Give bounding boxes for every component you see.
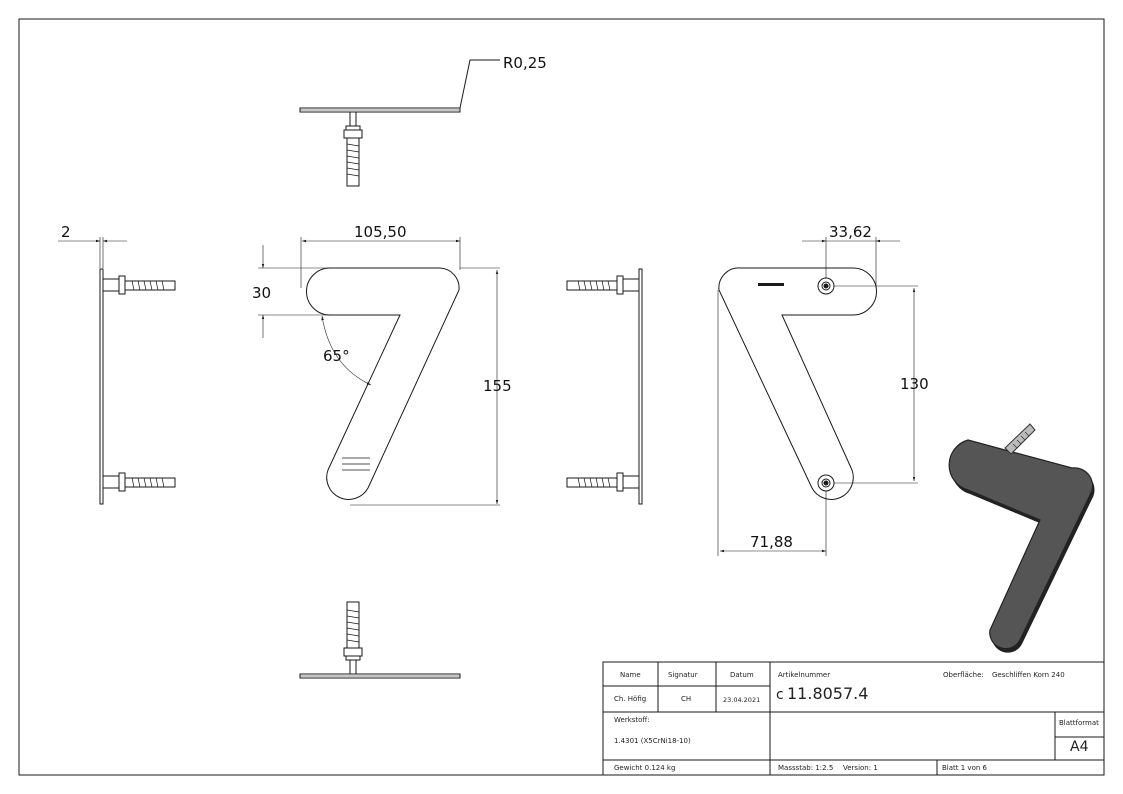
artikelnummer-value: 11.8057.4 bbox=[787, 684, 869, 703]
thickness-dimension-label: 2 bbox=[61, 223, 71, 241]
oberflaeche-value: Geschliffen Korn 240 bbox=[992, 671, 1065, 679]
oberflaeche-label: Oberfläche: bbox=[943, 671, 984, 679]
werkstoff-value: 1.4301 (X5CrNi18-10) bbox=[614, 737, 691, 745]
top-height-dimension-label: 30 bbox=[252, 284, 272, 302]
hole-offset-x-dimension-label: 33,62 bbox=[829, 223, 872, 241]
top-view bbox=[299, 59, 500, 187]
name-value: Ch. Höfig bbox=[614, 695, 647, 703]
right-side-view bbox=[566, 268, 643, 505]
artikelnummer-prefix: c bbox=[776, 687, 784, 703]
hole-offset-bottom-dimension-label: 71,88 bbox=[750, 533, 793, 551]
hole-spacing-dimension-label: 130 bbox=[900, 375, 929, 393]
blattformat-value: A4 bbox=[1070, 739, 1089, 755]
angle-dimension-label: 65° bbox=[323, 347, 350, 365]
signatur-value: CH bbox=[681, 695, 692, 703]
total-height-dimension-label: 155 bbox=[483, 377, 512, 395]
blatt-text: Blatt 1 von 6 bbox=[942, 764, 987, 772]
artikelnummer-label: Artikelnummer bbox=[778, 671, 831, 679]
datum-header: Datum bbox=[730, 671, 754, 679]
werkstoff-label: Werkstoff: bbox=[614, 716, 650, 724]
left-side-view bbox=[58, 237, 176, 505]
bottom-view bbox=[299, 601, 461, 679]
title-block bbox=[602, 661, 1105, 776]
blattformat-label: Blattformat bbox=[1059, 719, 1099, 727]
engraving-text: HEROLD bbox=[759, 279, 772, 283]
massstab-text: Massstab: 1:2.5 bbox=[778, 764, 834, 772]
rear-view bbox=[717, 237, 918, 556]
engraving-mark bbox=[758, 283, 784, 286]
isometric-view bbox=[948, 423, 1095, 653]
datum-value: 23.04.2021 bbox=[723, 696, 761, 704]
front-view bbox=[258, 237, 500, 506]
radius-dimension-label: R0,25 bbox=[503, 54, 547, 72]
signatur-header: Signatur bbox=[668, 671, 698, 679]
version-text: Version: 1 bbox=[843, 764, 878, 772]
name-header: Name bbox=[620, 671, 641, 679]
width-dimension-label: 105,50 bbox=[354, 223, 407, 241]
sheet-border bbox=[18, 18, 1105, 776]
gewicht-text: Gewicht 0.124 kg bbox=[614, 764, 676, 772]
